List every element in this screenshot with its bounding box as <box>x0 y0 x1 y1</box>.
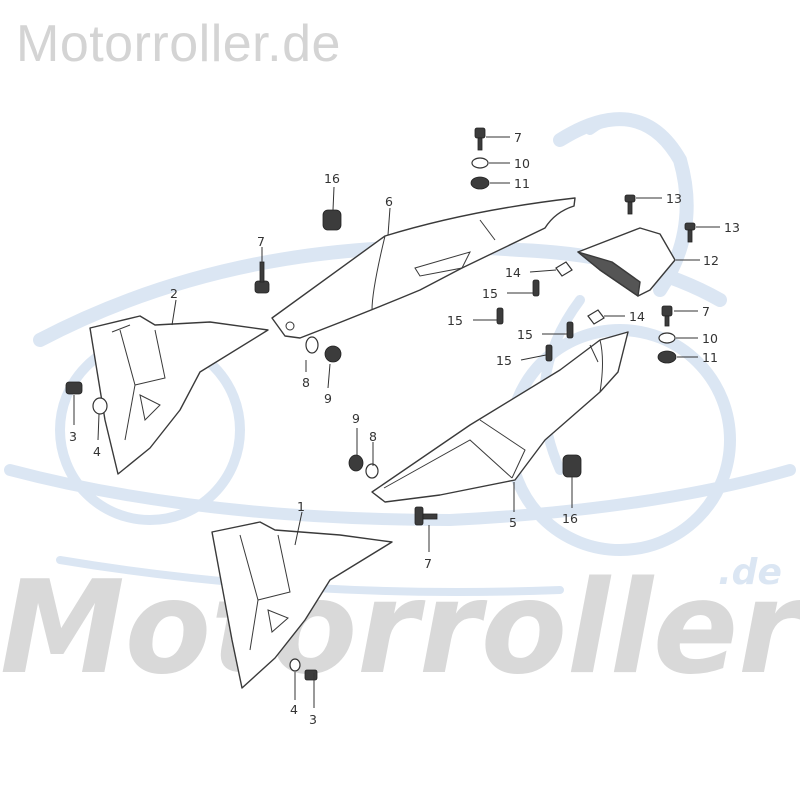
part-6-side-cover-upper <box>271 197 576 339</box>
callout-13: 13 <box>666 191 682 206</box>
callout-8: 8 <box>369 429 377 444</box>
callout-11: 11 <box>702 350 718 365</box>
callout-10: 10 <box>702 331 718 346</box>
leader-lines <box>73 136 720 708</box>
part-5-rear-side-cover <box>371 331 629 503</box>
watermark-suffix: .de <box>718 552 782 593</box>
callout-4: 4 <box>93 444 101 459</box>
callout-12: 12 <box>703 253 719 268</box>
part-1-front-panel-lower <box>211 521 393 689</box>
callout-9: 9 <box>324 391 332 406</box>
callout-9: 9 <box>352 411 360 426</box>
callout-10: 10 <box>514 156 530 171</box>
part-2-front-panel-left <box>89 315 269 475</box>
callout-8: 8 <box>302 375 310 390</box>
callout-14: 14 <box>505 265 521 280</box>
watermark-text: Motorroller <box>0 554 800 703</box>
callout-13: 13 <box>724 220 740 235</box>
site-title: Motorroller.de <box>16 15 341 73</box>
callout-7: 7 <box>424 556 432 571</box>
callout-15: 15 <box>447 313 463 328</box>
callout-3: 3 <box>309 712 317 727</box>
callout-16: 16 <box>562 511 578 526</box>
callout-14: 14 <box>629 309 645 324</box>
callout-6: 6 <box>385 194 393 209</box>
callout-3: 3 <box>69 429 77 444</box>
callout-2: 2 <box>170 286 178 301</box>
callout-7: 7 <box>514 130 522 145</box>
callout-15: 15 <box>517 327 533 342</box>
callout-4: 4 <box>290 702 298 717</box>
callout-7: 7 <box>257 234 265 249</box>
callout-11: 11 <box>514 176 530 191</box>
callout-7: 7 <box>702 304 710 319</box>
callout-1: 1 <box>297 499 305 514</box>
callout-5: 5 <box>509 515 517 530</box>
callout-16: 16 <box>324 171 340 186</box>
callout-15: 15 <box>496 353 512 368</box>
part-12-tail-cap <box>577 227 676 297</box>
callout-labels: 1 2 3 3 4 4 5 6 7 7 7 7 8 8 9 9 10 10 11… <box>69 130 740 727</box>
callout-15: 15 <box>482 286 498 301</box>
